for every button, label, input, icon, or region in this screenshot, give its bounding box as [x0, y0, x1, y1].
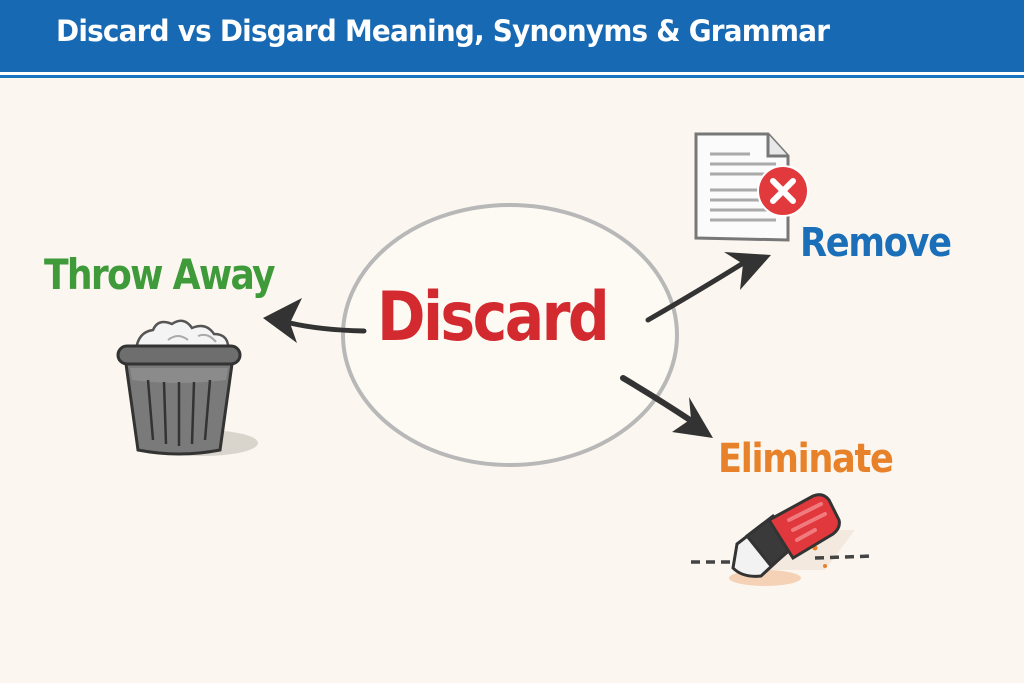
header-bar: Discard vs Disgard Meaning, Synonyms & G…: [0, 0, 1024, 72]
document-delete-icon: [694, 132, 809, 242]
header-divider-blue: [0, 75, 1024, 78]
branch-label-throw-away: Throw Away: [44, 250, 276, 299]
page-title: Discard vs Disgard Meaning, Synonyms & G…: [56, 14, 830, 48]
trash-can-icon: [116, 319, 258, 456]
branch-label-remove: Remove: [800, 220, 952, 266]
eraser-icon: [691, 493, 874, 586]
branch-label-eliminate: Eliminate: [718, 436, 894, 482]
center-ellipse: [341, 203, 679, 467]
header-divider-light: [0, 72, 1024, 75]
center-word: Discard: [377, 278, 610, 357]
